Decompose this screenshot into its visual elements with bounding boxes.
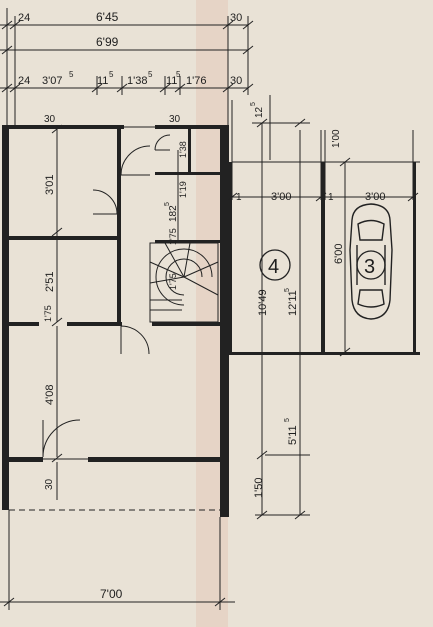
dim-top-row3-11a: 11 — [97, 75, 108, 87]
dim-top-row3-138-sup: 5 — [148, 70, 153, 79]
room-upper-height: 3'01 — [44, 175, 56, 195]
dim-stair-182: 182 — [168, 205, 179, 222]
parking-space-3-label: 3 — [364, 256, 375, 278]
wall-room-divider-2c — [152, 322, 220, 326]
parking-space-4-marker — [259, 249, 291, 281]
dim-top-row3-176: 1'76 — [186, 75, 206, 87]
dim-bottom-700: 7'00 — [100, 587, 123, 601]
car-icon — [349, 203, 393, 320]
dim-125: 12 — [254, 106, 265, 118]
dim-511: 5'11 — [287, 425, 299, 445]
dim-top-row3-24: 24 — [18, 75, 30, 87]
wall-bottom-right — [88, 457, 220, 462]
dim-stair-182-sup: 5 — [164, 202, 171, 206]
dim-511-sup: 5 — [284, 418, 291, 422]
house-walls — [2, 125, 229, 517]
dim-top-row3-307-sup: 5 — [69, 70, 74, 79]
parking-divider — [321, 162, 325, 355]
dim-stair-175-b: 1'75 — [168, 273, 178, 290]
dim-small-119: 1'19 — [178, 181, 188, 198]
dim-top-row1-30: 30 — [230, 12, 242, 24]
wall-30-bottom: 30 — [44, 478, 55, 490]
room-middle-height: 2'51 — [44, 272, 56, 292]
dim-top-row1-24: 24 — [18, 12, 30, 24]
dim-1-left: 1 — [236, 192, 242, 203]
parking-dimension-lines — [226, 95, 419, 520]
wall-bottom-left — [9, 457, 43, 462]
parking-border-bottom — [232, 352, 420, 355]
dim-100: 1'00 — [331, 129, 342, 148]
dim-300-left: 3'00 — [271, 191, 291, 203]
window-lines — [8, 126, 221, 595]
wall-room-divider-2a — [9, 322, 39, 326]
dim-top-row3-11b-sup: 5 — [176, 70, 181, 79]
dim-top-row2-699: 6'99 — [96, 35, 119, 49]
dim-1211: 12'11 — [287, 290, 299, 316]
parking-border-left — [229, 162, 232, 355]
dim-top-row3-11a-sup: 5 — [109, 70, 114, 79]
door-swings — [42, 134, 171, 458]
dim-top-row3-11b: 11 — [166, 75, 177, 87]
dim-top-row3-307: 3'07 — [42, 75, 62, 87]
parking-area — [229, 161, 420, 355]
wall-30-top-left: 30 — [44, 114, 56, 125]
interior-dimension-lines — [51, 124, 191, 500]
wall-room-divider-1 — [9, 236, 117, 240]
parking-space-4-label: 4 — [268, 256, 279, 278]
dim-1-right: 1 — [328, 192, 334, 203]
dim-stair-175: 1'75 — [168, 228, 178, 245]
dim-600: 6'00 — [333, 244, 345, 264]
party-wall-left — [2, 125, 9, 510]
spiral-stair — [149, 242, 219, 323]
wall-right — [220, 125, 229, 517]
parking-border-right — [413, 162, 416, 355]
wall-top-right — [155, 125, 229, 129]
dim-top-row3-138: 1'38 — [127, 75, 147, 87]
dim-small-138: 1'38 — [178, 141, 188, 158]
dim-300-right: 3'00 — [365, 191, 385, 203]
dim-1049: 10'49 — [257, 289, 269, 316]
room-lower-height: 4'08 — [44, 385, 56, 405]
bottom-dimension-chain — [0, 590, 235, 610]
wall-bath — [155, 172, 220, 175]
wall-stair-top — [155, 240, 220, 243]
dim-1211-sup: 5 — [284, 288, 291, 292]
dim-150: 1'50 — [253, 478, 265, 498]
top-dimension-chains — [0, 8, 254, 125]
wall-30-top-right: 30 — [169, 114, 181, 125]
wall-top-left — [9, 125, 124, 129]
dim-top-row1-645: 6'45 — [96, 10, 119, 24]
dim-wall-175: 1'75 — [43, 305, 53, 322]
dim-125-sup: 5 — [250, 102, 257, 106]
wall-inner-vertical — [117, 129, 121, 326]
dim-top-row3-30: 30 — [230, 75, 242, 87]
wall-room-divider-2b — [67, 322, 122, 326]
